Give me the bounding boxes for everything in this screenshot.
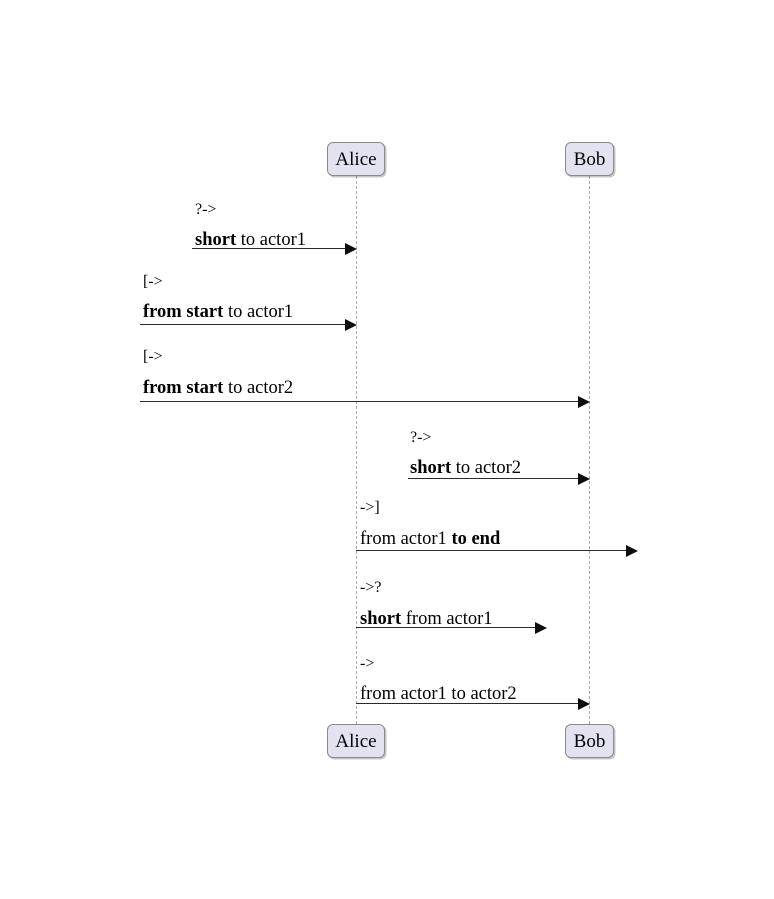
message-hint-3: [->	[143, 348, 163, 365]
message-hint-1: ?->	[195, 201, 217, 218]
label-emphasis: short	[360, 609, 402, 629]
label-emphasis: from start	[143, 378, 224, 398]
message-label-6: short from actor1	[360, 610, 493, 629]
lifeline-actor2	[589, 176, 590, 724]
message-label-5: from actor1 to end	[360, 530, 500, 549]
arrow-line	[140, 324, 346, 325]
message-hint-6: ->?	[360, 579, 382, 596]
label-text: from actor1	[401, 609, 493, 629]
message-label-7: from actor1 to actor2	[360, 685, 517, 704]
participant-box-actor1-bottom[interactable]: Alice	[327, 724, 385, 758]
participant-label: Alice	[335, 730, 377, 752]
participant-label: Bob	[573, 730, 606, 752]
arrow-line	[408, 478, 579, 479]
message-arrow-3[interactable]	[140, 396, 590, 408]
message-arrow-5[interactable]	[356, 545, 638, 557]
message-arrow-4[interactable]	[408, 473, 590, 485]
arrow-head-icon	[578, 698, 590, 710]
participant-box-actor1-top[interactable]: Alice	[327, 142, 385, 176]
arrow-head-icon	[535, 622, 547, 634]
label-text: to actor2	[223, 378, 294, 398]
participant-label: Bob	[573, 148, 606, 170]
message-arrow-7[interactable]	[356, 698, 590, 710]
arrow-head-icon	[578, 473, 590, 485]
arrow-head-icon	[345, 319, 357, 331]
message-hint-5: ->]	[360, 499, 380, 516]
label-emphasis: short	[410, 458, 452, 478]
arrow-head-icon	[626, 545, 638, 557]
label-text: from actor1 to actor2	[360, 684, 517, 704]
participant-box-actor2-top[interactable]: Bob	[565, 142, 614, 176]
arrow-line	[356, 550, 627, 551]
participant-box-actor2-bottom[interactable]: Bob	[565, 724, 614, 758]
label-emphasis: short	[195, 230, 237, 250]
message-hint-2: [->	[143, 273, 163, 290]
message-arrow-6[interactable]	[356, 622, 547, 634]
arrow-head-icon	[578, 396, 590, 408]
message-arrow-1[interactable]	[192, 243, 357, 255]
message-hint-7: ->	[360, 655, 375, 672]
message-label-1: short to actor1	[195, 231, 306, 250]
message-label-3: from start to actor2	[143, 379, 293, 398]
message-label-4: short to actor2	[410, 459, 521, 478]
arrow-line	[356, 703, 579, 704]
arrow-line	[356, 627, 536, 628]
arrow-head-icon	[345, 243, 357, 255]
arrow-line	[140, 401, 579, 402]
message-hint-4: ?->	[410, 429, 432, 446]
message-arrow-2[interactable]	[140, 319, 357, 331]
label-emphasis: to end	[451, 529, 501, 549]
participant-label: Alice	[335, 148, 377, 170]
label-text: to actor2	[451, 458, 521, 478]
label-emphasis: from start	[143, 302, 224, 322]
label-text: to actor1	[236, 230, 306, 250]
message-label-2: from start to actor1	[143, 303, 293, 322]
arrow-line	[192, 248, 346, 249]
lifeline-actor1	[356, 176, 357, 724]
label-text: from actor1	[360, 529, 452, 549]
label-text: to actor1	[223, 302, 294, 322]
